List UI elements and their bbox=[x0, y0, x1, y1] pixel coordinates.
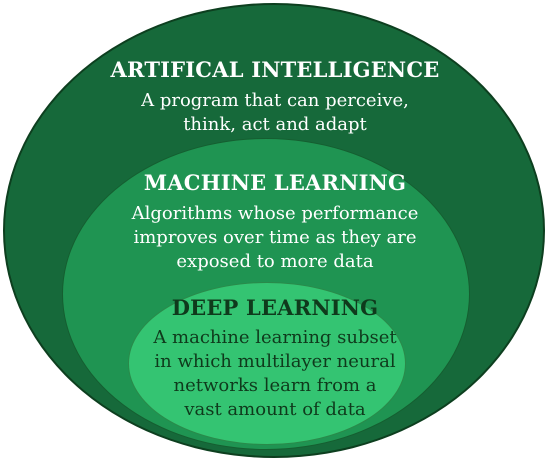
dl-description-line-4: vast amount of data bbox=[184, 399, 366, 420]
ml-description-line-2: improves over time as they are bbox=[133, 227, 417, 248]
ml-description-line-3: exposed to more data bbox=[176, 251, 374, 272]
ai-description-line-1: A program that can perceive, bbox=[141, 90, 409, 111]
dl-ellipse bbox=[128, 282, 406, 445]
dl-description-line-2: in which multilayer neural bbox=[154, 351, 396, 372]
ml-description-line-1: Algorithms whose performance bbox=[131, 203, 419, 224]
ml-title: MACHINE LEARNING bbox=[143, 170, 407, 195]
ai-title: ARTIFICAL INTELLIGENCE bbox=[110, 57, 440, 82]
dl-title: DEEP LEARNING bbox=[171, 295, 379, 320]
dl-description-line-1: A machine learning subset bbox=[153, 327, 397, 348]
dl-description-line-3: networks learn from a bbox=[173, 375, 377, 396]
ai-description-line-2: think, act and adapt bbox=[183, 114, 367, 135]
